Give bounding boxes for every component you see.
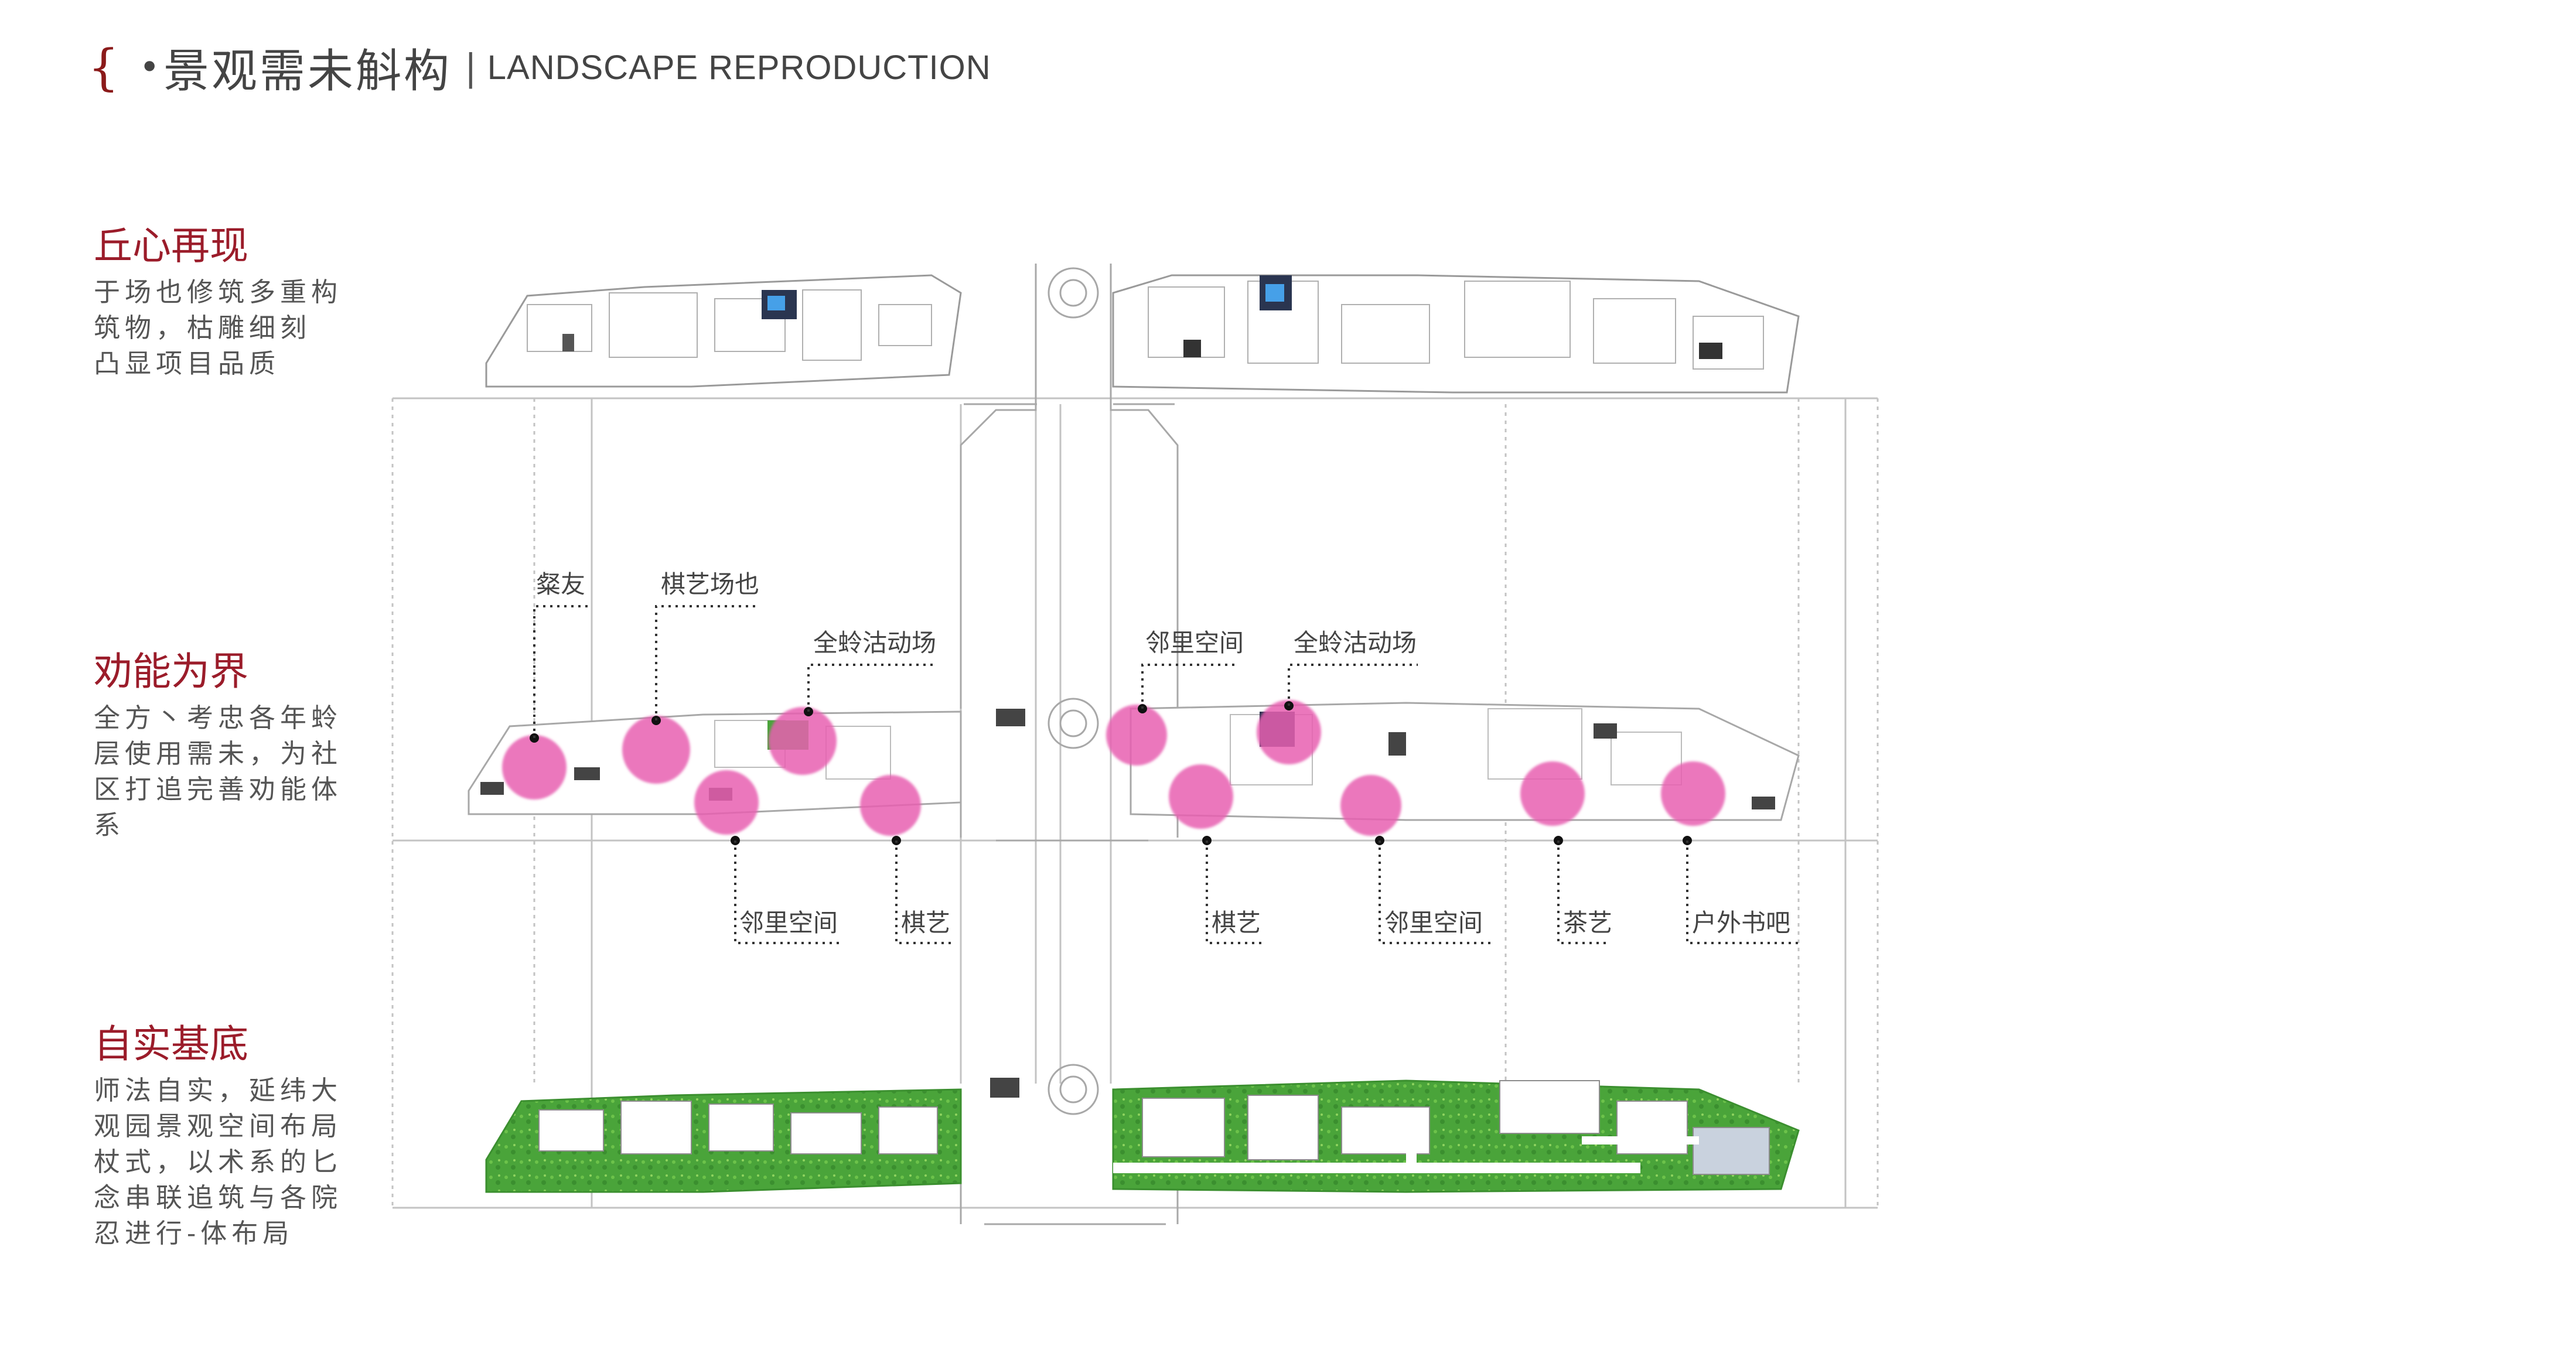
section-nature: 自实基底 师法自实，延纬大 观园景观空间布局 杖式，以术系的匕 念串联追筑与各院… — [94, 1024, 369, 1251]
callout-label: 棋艺场也 — [661, 570, 759, 599]
section-function: 劝能为界 全方丶考忠各年蛉 层使用需未，为社 区打追完善劝能体 系 — [94, 651, 369, 843]
section-description: 师法自实，延纬大 观园景观空间布局 杖式，以术系的匕 念串联追筑与各院 忍进行-… — [94, 1075, 343, 1249]
leader-lines — [533, 605, 1799, 944]
page-title-en: LANDSCAPE REPRODUCTION — [487, 48, 991, 87]
callout-label: 棋艺 — [1212, 908, 1261, 937]
layer-architecture — [485, 274, 1800, 394]
section-description: 于场也修筑多重构 筑物，枯雕细刻 凸显项目品质 — [94, 276, 343, 380]
callout-label: 邻里空间 — [1384, 908, 1483, 937]
function-markers — [502, 700, 1725, 845]
layer-nature-base — [485, 1078, 1800, 1193]
header-brace: { — [88, 39, 120, 96]
section-architecture: 丘心再现 于场也修筑多重构 筑物，枯雕细刻 凸显项目品质 — [94, 226, 369, 381]
section-title: 丘心再现 — [94, 223, 248, 268]
title-separator: | — [464, 46, 477, 89]
callout-label: 邻里空间 — [1145, 628, 1244, 657]
section-title: 自实基底 — [94, 1021, 248, 1067]
section-description: 全方丶考忠各年蛉 层使用需未，为社 区打追完善劝能体 系 — [94, 702, 343, 841]
callout-label: 粲友 — [536, 570, 585, 599]
page-header: { • 景观需未斛构 | LANDSCAPE REPRODUCTION — [88, 35, 991, 100]
callout-label: 全蛉沽动场 — [1294, 628, 1417, 657]
callout-label: 邻里空间 — [739, 908, 838, 937]
header-bullet: • — [139, 47, 160, 88]
callout-labels: 粲友 棋艺场也 全蛉沽动场 邻里空间 全蛉沽动场 邻里空间 棋艺 棋艺 邻里空间… — [536, 570, 1790, 937]
callout-label: 全蛉沽动场 — [813, 628, 936, 657]
section-title: 劝能为界 — [94, 649, 248, 694]
callout-label: 棋艺 — [901, 908, 950, 937]
callout-label: 户外书吧 — [1692, 908, 1790, 937]
page-title-cn: 景观需未斛构 — [163, 45, 452, 98]
callout-label: 茶艺 — [1563, 908, 1612, 937]
